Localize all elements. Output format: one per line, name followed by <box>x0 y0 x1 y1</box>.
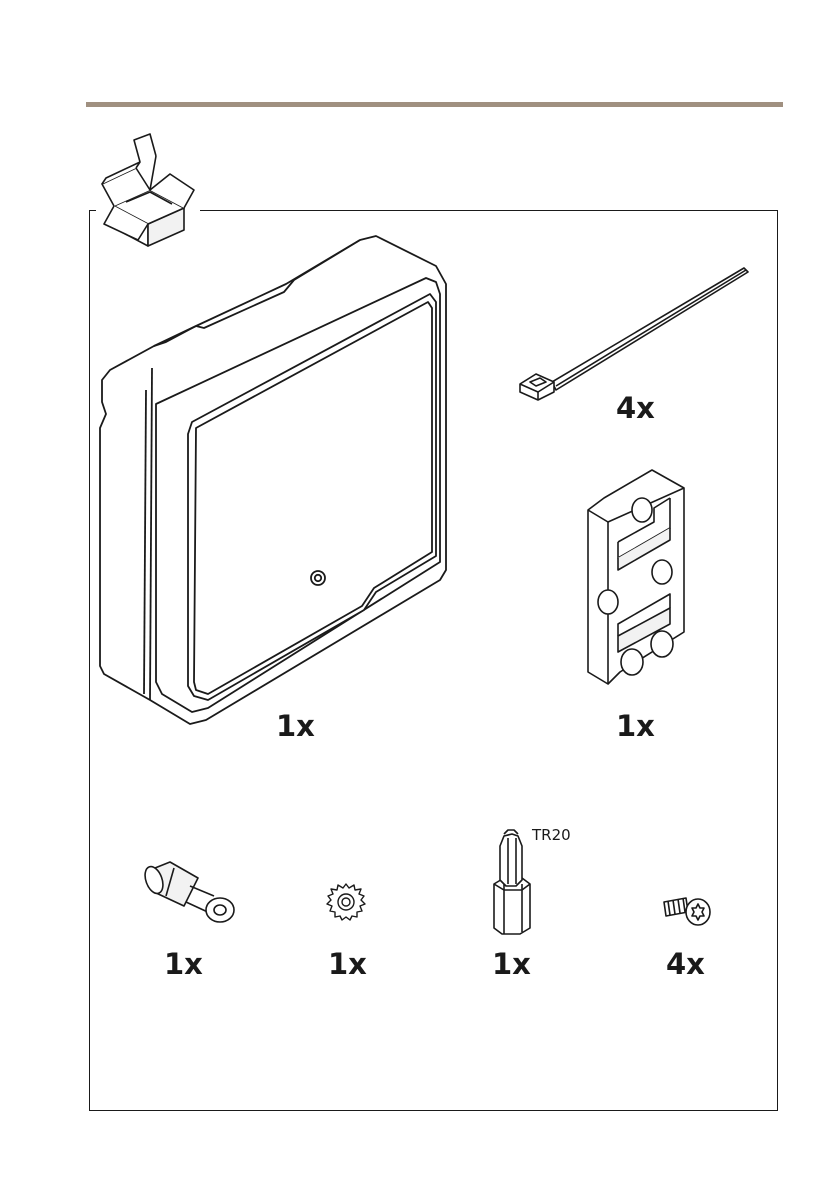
bit-quantity: 1x <box>492 950 531 979</box>
bit-size-label: TR20 <box>532 828 571 843</box>
ring-terminal-quantity: 1x <box>164 950 203 979</box>
screw-icon <box>660 890 714 930</box>
ring-terminal-icon <box>140 856 240 930</box>
ring-terminal-item: 1x <box>140 856 240 930</box>
torx-bit-icon <box>490 826 534 938</box>
lock-washer-quantity: 1x <box>328 950 367 979</box>
enclosure-item: 1x <box>96 222 452 726</box>
lock-washer-item: 1x <box>326 882 366 922</box>
bit-item: TR20 1x <box>490 826 534 938</box>
din-rail-clip-item: 1x <box>584 468 688 690</box>
lock-washer-icon <box>326 882 366 922</box>
cable-tie-icon <box>516 264 756 404</box>
din-rail-clip-quantity: 1x <box>616 712 655 741</box>
screw-item: 4x <box>660 890 714 930</box>
cable-tie-item: 4x <box>516 264 756 404</box>
screw-quantity: 4x <box>666 950 705 979</box>
enclosure-icon <box>96 222 452 726</box>
enclosure-quantity: 1x <box>276 712 315 741</box>
header-rule <box>86 102 783 107</box>
cable-tie-quantity: 4x <box>616 394 655 423</box>
din-rail-clip-icon <box>584 468 688 690</box>
